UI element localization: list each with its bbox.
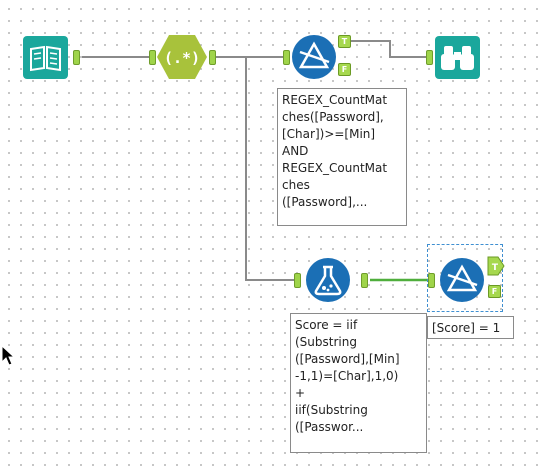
regex-icon: (.*) bbox=[157, 35, 207, 79]
binoculars-icon bbox=[435, 36, 480, 79]
filter-top-false-anchor[interactable]: F bbox=[338, 63, 351, 76]
regex-input-anchor[interactable] bbox=[149, 50, 156, 65]
filter-top-input-anchor[interactable] bbox=[283, 50, 290, 65]
filter-tool-bottom[interactable] bbox=[439, 257, 485, 303]
regex-tool[interactable]: (.*) bbox=[156, 34, 208, 80]
input-data-tool[interactable] bbox=[23, 36, 68, 79]
flask-icon bbox=[306, 258, 350, 302]
regex-output-anchor[interactable] bbox=[209, 50, 216, 65]
filter-top-annotation: REGEX_CountMat ches([Password], [Char])>… bbox=[277, 88, 407, 226]
wire-regex-to-formula bbox=[216, 56, 294, 281]
book-icon bbox=[23, 36, 68, 79]
formula-tool[interactable] bbox=[305, 257, 351, 303]
wire-true-to-browse bbox=[349, 40, 426, 58]
filter-triangle-icon bbox=[292, 35, 336, 79]
input-data-output-anchor[interactable] bbox=[73, 50, 80, 65]
filter-tool-top[interactable] bbox=[291, 34, 337, 80]
selection-box bbox=[427, 244, 503, 312]
formula-input-anchor[interactable] bbox=[294, 273, 301, 288]
filter-bottom-input-anchor[interactable] bbox=[428, 273, 435, 288]
filter-bottom-true-anchor[interactable]: T bbox=[487, 256, 505, 276]
filter-bottom-annotation: [Score] = 1 bbox=[427, 316, 514, 339]
regex-label: (.*) bbox=[164, 49, 200, 67]
filter-top-true-anchor[interactable]: T bbox=[338, 35, 351, 48]
browse-tool[interactable] bbox=[435, 36, 480, 79]
formula-output-anchor[interactable] bbox=[361, 273, 368, 288]
true-anchor-label: T bbox=[492, 263, 499, 273]
browse-input-anchor[interactable] bbox=[426, 50, 433, 65]
filter-triangle-icon bbox=[440, 258, 484, 302]
formula-annotation: Score = iif (Substring ([Password],[Min]… bbox=[290, 313, 427, 453]
filter-bottom-false-anchor[interactable]: F bbox=[488, 285, 501, 298]
mouse-cursor-icon bbox=[1, 344, 16, 372]
